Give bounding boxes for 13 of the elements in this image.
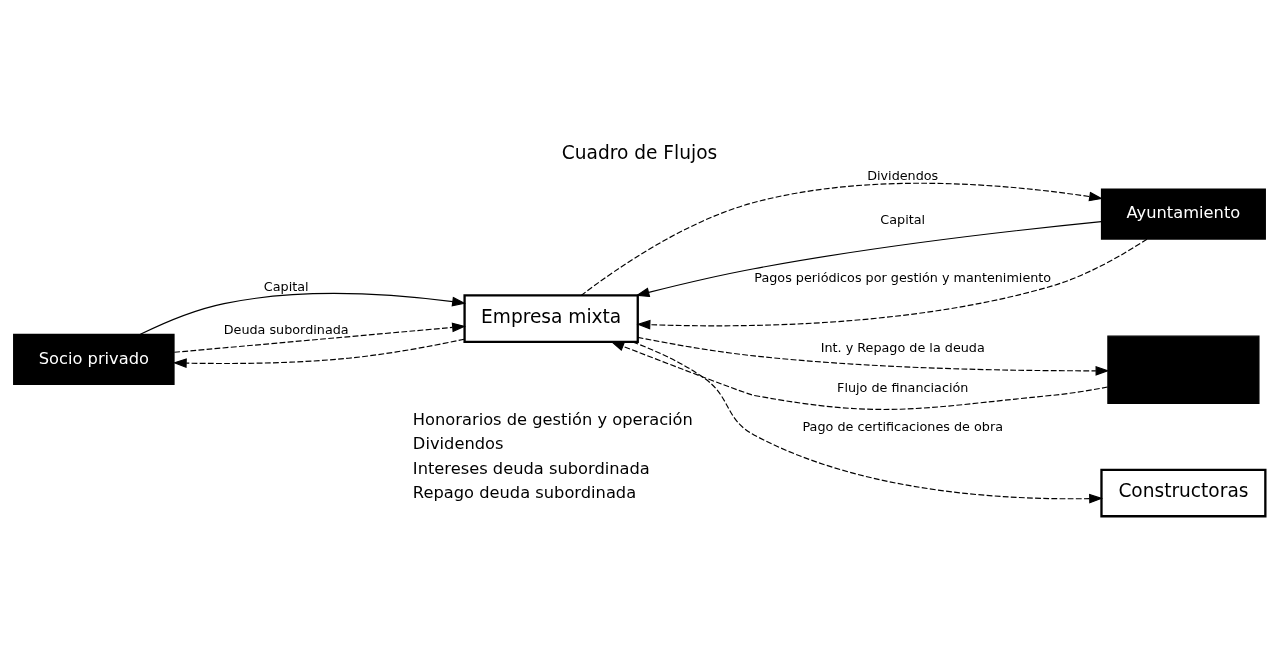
edge-label: Capital [879, 211, 925, 227]
diagram-title: Cuadro de Flujos [561, 141, 717, 163]
label: Dividendos [412, 433, 503, 453]
edge-label: Pagos periódicos por gestión y mantenimiento [753, 269, 1051, 285]
label: Repago deuda subordinada [412, 482, 636, 502]
edge-label: Dividendos [866, 167, 938, 183]
edge-label: Pago de certificaciones de obra [801, 418, 1003, 434]
label: Honorarios de gestión y operación [412, 409, 693, 429]
edge-label: Flujo de financiación [836, 379, 968, 395]
label: Intereses deuda subordinada [412, 458, 650, 478]
edge-label: Int. y Repago de la deuda [820, 339, 985, 355]
edge-label: Deuda subordinada [223, 321, 349, 337]
edge-label: Capital [263, 278, 309, 294]
